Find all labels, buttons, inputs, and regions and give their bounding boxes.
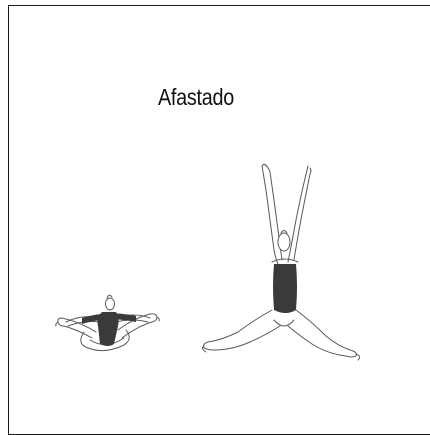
seated-straddle-forward-fold-icon bbox=[52, 288, 164, 360]
straddle-split-arms-raised-icon bbox=[198, 160, 364, 372]
figure-caption: Afastado bbox=[158, 84, 234, 111]
